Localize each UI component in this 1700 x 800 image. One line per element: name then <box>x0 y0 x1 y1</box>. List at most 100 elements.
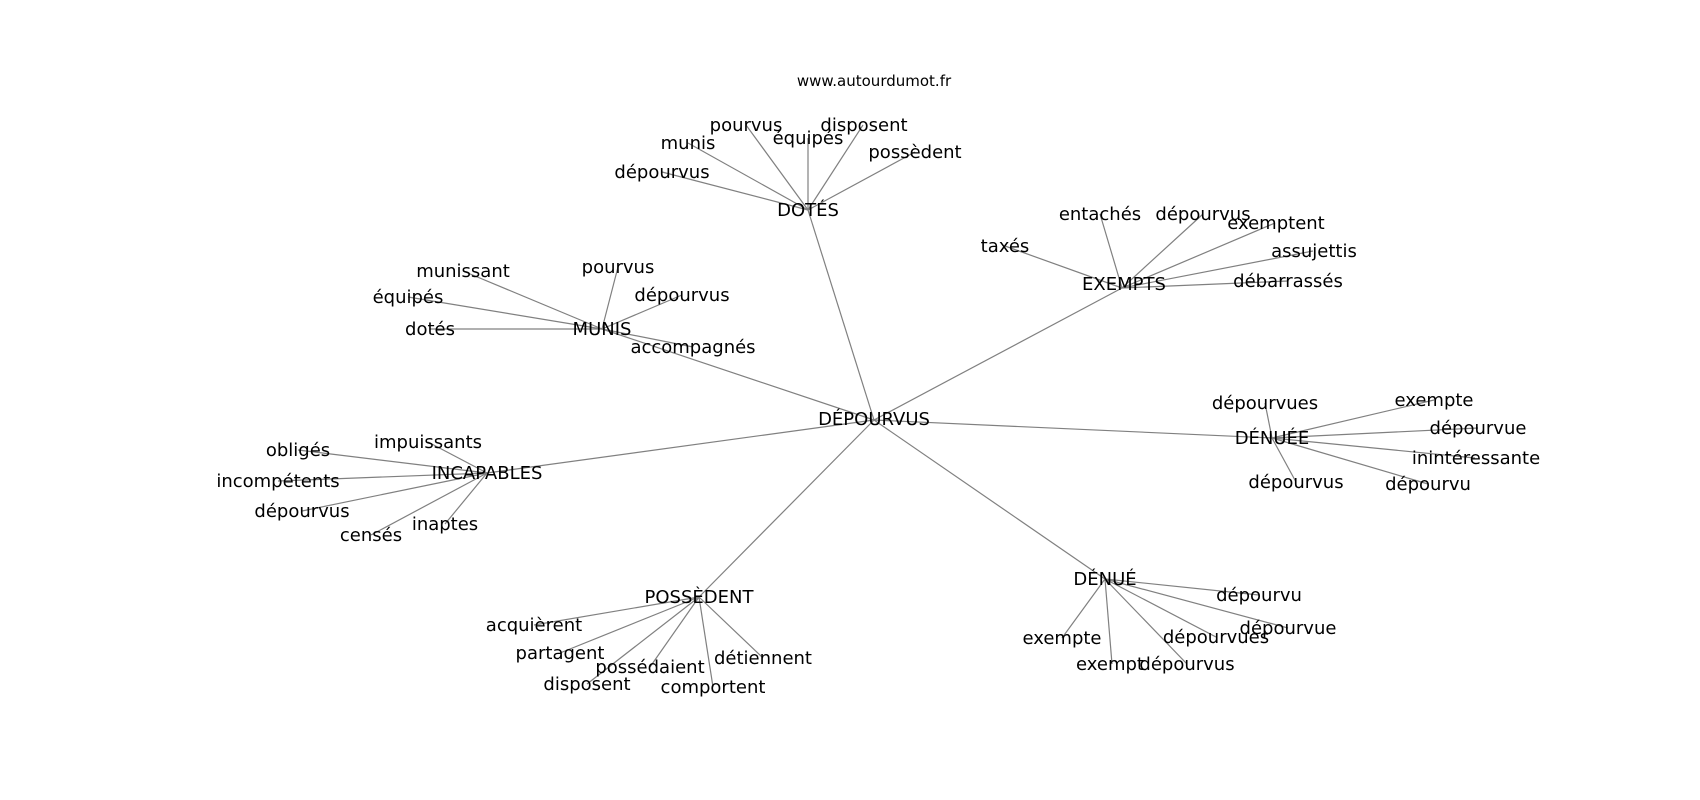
edge-denue-exempte <box>1061 578 1106 639</box>
edge-center-denuee <box>873 419 1273 439</box>
cluster-word-denuee[interactable]: DÉNUÉE <box>1235 427 1310 449</box>
edge-exempts-debarrasses <box>1121 280 1289 289</box>
related-word-munis[interactable]: munis <box>661 133 716 154</box>
edge-center-dotes <box>807 209 875 421</box>
related-word-partagent[interactable]: partagent <box>516 643 605 664</box>
edge-denue-depourvu <box>1104 578 1260 596</box>
related-word-impuissants[interactable]: impuissants <box>374 432 482 453</box>
edge-denue-depourvus <box>1104 578 1188 665</box>
edge-possedent-comportent <box>698 596 714 688</box>
related-word-acquierent[interactable]: acquièrent <box>486 615 582 636</box>
edge-dotes-possedent <box>807 151 916 211</box>
related-word-taxes[interactable]: taxés <box>981 236 1030 257</box>
related-word-entaches[interactable]: entachés <box>1059 204 1141 225</box>
related-word-ininteressante[interactable]: inintéressante <box>1412 448 1540 469</box>
source-url: www.autourdumot.fr <box>796 72 952 90</box>
edge-dotes-munis <box>687 142 809 211</box>
edge-incapables-incompetents <box>277 472 488 482</box>
cluster-word-incapables[interactable]: INCAPABLES <box>432 463 543 484</box>
edge-munis-equipes <box>407 296 603 330</box>
related-word-depourvue[interactable]: dépourvue <box>1430 418 1527 439</box>
edge-incapables-depourvus <box>301 472 488 512</box>
center-word[interactable]: DÉPOURVUS <box>818 408 930 430</box>
edge-exempts-depourvus <box>1121 213 1204 289</box>
edge-possedent-acquierent <box>533 596 700 626</box>
edge-denue-exempt <box>1104 578 1113 665</box>
related-word-depourvues[interactable]: dépourvues <box>1163 627 1269 648</box>
related-word-possedaient[interactable]: possédaient <box>595 657 704 678</box>
edge-denue-depourvue <box>1104 578 1289 629</box>
edge-denuee-depourvues <box>1264 402 1273 439</box>
edge-possedent-possedaient <box>649 596 700 668</box>
edge-munis-munissant <box>462 270 603 330</box>
edge-dotes-depourvus <box>661 171 809 211</box>
related-word-depourvus[interactable]: dépourvus <box>634 285 729 306</box>
edge-incapables-censes <box>370 472 488 536</box>
related-word-depourvus[interactable]: dépourvus <box>614 162 709 183</box>
edge-center-denue <box>873 419 1106 580</box>
cluster-word-dotes[interactable]: DOTÉS <box>777 199 839 221</box>
related-word-pourvus[interactable]: pourvus <box>710 115 783 136</box>
edge-exempts-entaches <box>1099 213 1123 289</box>
edge-incapables-impuissants <box>427 441 488 474</box>
edge-exempts-assujettis <box>1121 250 1314 289</box>
related-word-munissant[interactable]: munissant <box>416 261 510 282</box>
related-word-equipes[interactable]: équipés <box>373 287 444 308</box>
edge-denuee-ininteressante <box>1271 437 1476 459</box>
edge-denuee-depourvus <box>1271 437 1297 483</box>
edge-denue-depourvues <box>1104 578 1217 638</box>
related-word-detiennent[interactable]: détiennent <box>714 648 812 669</box>
edge-dotes-pourvus <box>745 124 809 211</box>
related-word-depourvus[interactable]: dépourvus <box>254 501 349 522</box>
related-word-incompetents[interactable]: incompétents <box>216 471 339 492</box>
graph-edges <box>277 124 1479 688</box>
edge-center-exempts <box>873 287 1123 421</box>
related-word-accompagnes[interactable]: accompagnés <box>630 337 755 358</box>
edge-incapables-obliges <box>297 449 488 474</box>
edge-incapables-inaptes <box>444 472 488 525</box>
edge-munis-accompagnes <box>601 328 694 348</box>
related-word-inaptes[interactable]: inaptes <box>412 514 478 535</box>
cluster-word-denue[interactable]: DÉNUÉ <box>1073 568 1136 590</box>
related-word-depourvus[interactable]: dépourvus <box>1139 654 1234 675</box>
related-word-equipes[interactable]: équipés <box>773 128 844 149</box>
edge-denuee-depourvue <box>1271 427 1479 439</box>
cluster-word-exempts[interactable]: EXEMPTS <box>1082 274 1166 295</box>
cluster-word-munis[interactable]: MUNIS <box>573 319 632 340</box>
edge-exempts-exemptent <box>1121 222 1276 289</box>
related-word-assujettis[interactable]: assujettis <box>1271 241 1357 262</box>
related-word-debarrasses[interactable]: débarrassés <box>1233 271 1343 292</box>
related-word-depourvus[interactable]: dépourvus <box>1248 472 1343 493</box>
related-word-depourvues[interactable]: dépourvues <box>1212 393 1318 414</box>
related-word-obliges[interactable]: obligés <box>266 440 330 461</box>
related-word-depourvu[interactable]: dépourvu <box>1216 585 1302 606</box>
edge-possedent-partagent <box>559 596 700 654</box>
edge-munis-depourvus <box>601 294 683 330</box>
related-word-disposent[interactable]: disposent <box>543 674 630 695</box>
edge-munis-pourvus <box>601 266 619 330</box>
related-word-censes[interactable]: censés <box>340 525 402 546</box>
edge-possedent-disposent <box>586 596 700 685</box>
related-word-disposent[interactable]: disposent <box>820 115 907 136</box>
related-word-depourvue[interactable]: dépourvue <box>1240 618 1337 639</box>
edge-center-possedent <box>698 419 875 598</box>
related-word-pourvus[interactable]: pourvus <box>582 257 655 278</box>
related-word-dotes[interactable]: dotés <box>405 319 455 340</box>
related-word-depourvu[interactable]: dépourvu <box>1385 474 1471 495</box>
edge-denuee-exempte <box>1271 399 1435 439</box>
related-word-depourvus[interactable]: dépourvus <box>1155 204 1250 225</box>
related-word-exempt[interactable]: exempt <box>1076 654 1144 675</box>
edge-possedent-detiennent <box>698 596 764 659</box>
related-word-exempte[interactable]: exempte <box>1022 628 1101 649</box>
edge-denuee-depourvu <box>1271 437 1429 485</box>
related-word-exemptent[interactable]: exemptent <box>1227 213 1325 234</box>
edge-center-incapables <box>486 419 875 474</box>
related-word-exempte[interactable]: exempte <box>1394 390 1473 411</box>
edge-exempts-taxes <box>1004 245 1123 289</box>
edge-dotes-disposent <box>807 124 864 211</box>
cluster-word-possedent[interactable]: POSSÈDENT <box>645 586 755 608</box>
related-word-possedent[interactable]: possèdent <box>868 142 961 163</box>
related-word-comportent[interactable]: comportent <box>661 677 766 698</box>
